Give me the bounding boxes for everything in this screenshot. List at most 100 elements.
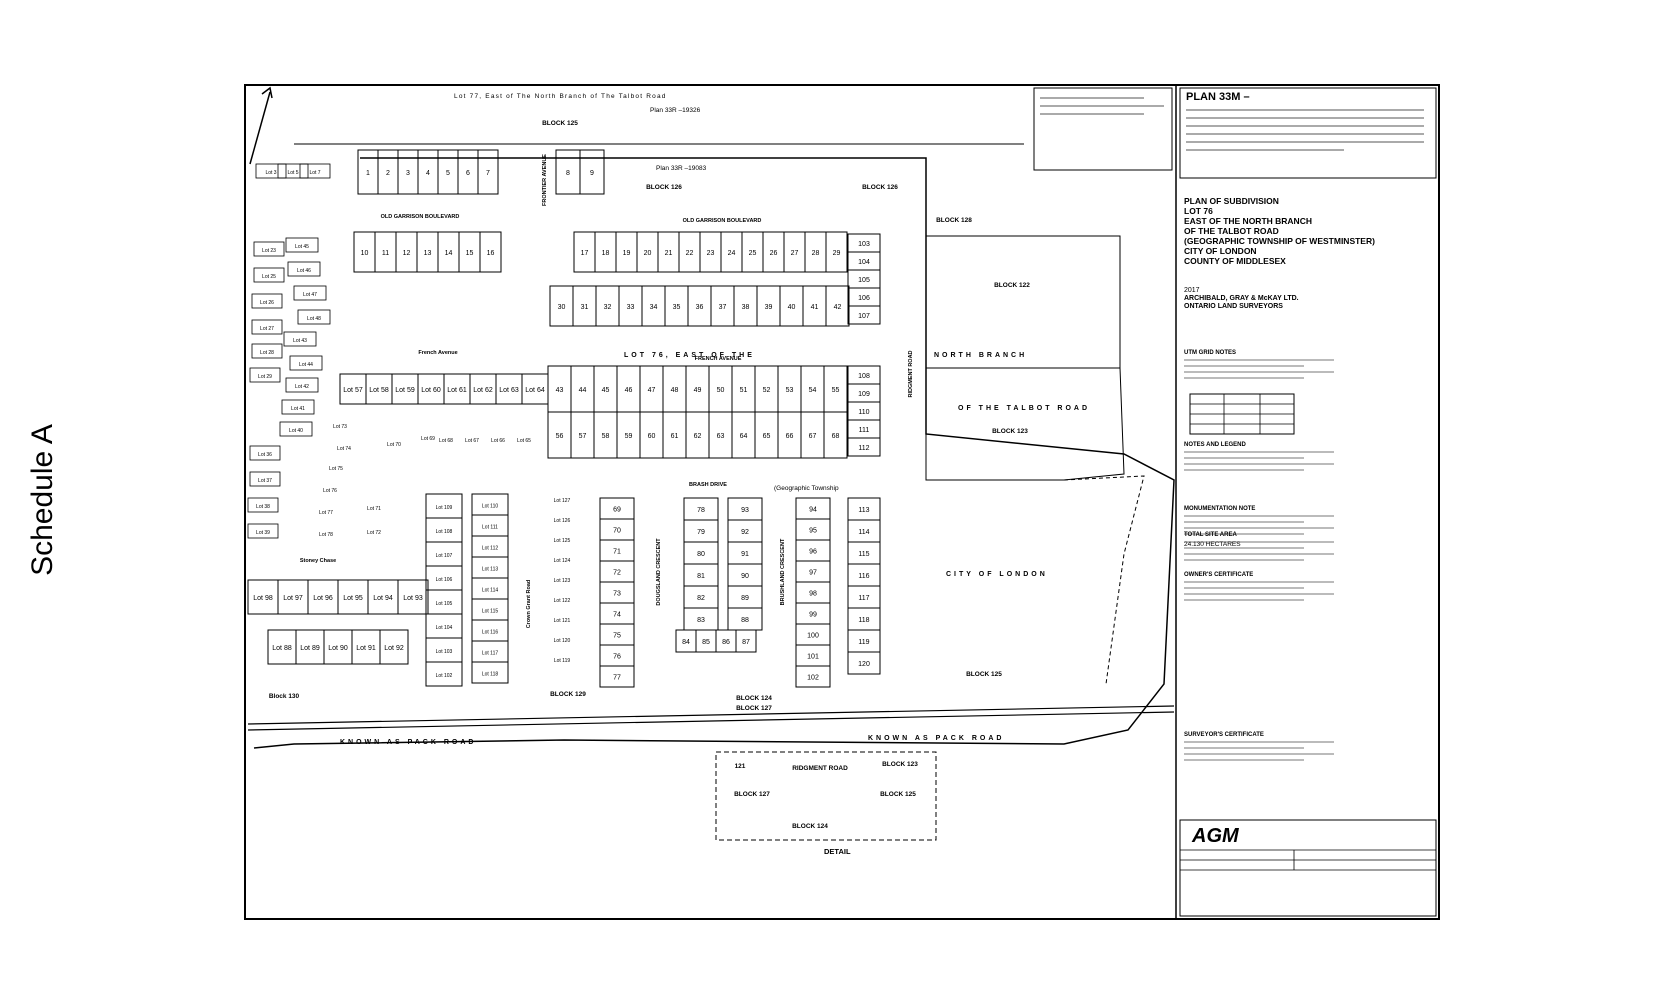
north-branch-label: NORTH BRANCH: [934, 352, 1027, 359]
sw-lot-label: Lot 90: [328, 645, 348, 652]
sw-south-label: Lot 121: [554, 618, 571, 624]
lot-label: 62: [694, 433, 702, 440]
curve-lot-label: Lot 72: [367, 530, 381, 536]
city-of-london-label: CITY OF LONDON: [946, 571, 1048, 578]
street-label: OLD GARRISON BOULEVARD: [381, 214, 460, 220]
lot-label: 63: [717, 433, 725, 440]
detail-label: RIDGMENT ROAD: [792, 765, 848, 772]
block-label: BLOCK 123: [992, 428, 1028, 435]
title-line: COUNTY OF MIDDLESEX: [1184, 256, 1286, 266]
lot-label: 38: [742, 304, 750, 311]
title-line: OF THE TALBOT ROAD: [1184, 226, 1279, 236]
south-lot-label: 102: [807, 675, 819, 682]
west-lot-parcel: [299, 163, 331, 179]
lot-label: 48: [671, 387, 679, 394]
pack-road-line-south: [247, 711, 1175, 731]
lot-label: 64: [740, 433, 748, 440]
curve-lot-label: Lot 73: [333, 424, 347, 430]
registration-lines: [1040, 97, 1424, 151]
west-inner-parcel: [285, 237, 319, 253]
south-lot-label: 78: [697, 507, 705, 514]
title-line: EAST OF THE NORTH BRANCH: [1184, 216, 1312, 226]
lot-label: 11: [382, 250, 389, 257]
west-inner-parcel: [293, 285, 327, 301]
west-lot-parcel: [255, 163, 287, 179]
crown-left-lot-label: Lot 107: [436, 553, 453, 559]
detail-label: BLOCK 123: [882, 761, 918, 768]
east-lot-label: 106: [858, 295, 870, 302]
block-label: BLOCK 125: [966, 671, 1002, 678]
crown-right-lot-label: Lot 116: [482, 630, 499, 636]
lot-label: 17: [581, 250, 589, 257]
east-lot-label: 105: [858, 277, 870, 284]
east-lot-label: 107: [858, 313, 870, 320]
city-limit-line: [1063, 475, 1145, 685]
curve-lot-label: Lot 70: [387, 442, 401, 448]
lot-label: 54: [809, 387, 817, 394]
mid-lot-label: Lot 63: [499, 387, 519, 394]
block-label: BLOCK 126: [646, 184, 682, 191]
south-lot-label: 69: [613, 507, 621, 514]
detail-label: BLOCK 127: [734, 791, 770, 798]
south-lot-label: 74: [613, 612, 621, 619]
mid-lot-label: Lot 64: [525, 387, 545, 394]
lot-label: 51: [740, 387, 748, 394]
west-lot-label: Lot 38: [256, 504, 270, 510]
west-lot-parcel: [247, 523, 279, 539]
lot-label: 31: [581, 304, 589, 311]
west-lot-parcel: [249, 367, 281, 383]
street-label: BRASH DRIVE: [689, 482, 727, 488]
lot-label: 13: [424, 250, 432, 257]
mid-lot-label: Lot 60: [421, 387, 441, 394]
south-lot-parcel: [847, 651, 881, 675]
crown-right-lot-label: Lot 117: [482, 651, 499, 657]
lot-label: 35: [673, 304, 681, 311]
lot-parcel: [479, 231, 502, 273]
agm-logo: AGM: [1191, 825, 1240, 847]
north-lot-label: 8: [566, 170, 570, 177]
street-label: FRONTIER AVENUE: [542, 154, 548, 206]
sw-south-label: Lot 120: [554, 638, 571, 644]
south-lot-label: 89: [741, 595, 749, 602]
block-label: Block 130: [269, 693, 300, 700]
north-lot-label: 3: [406, 170, 410, 177]
south-lot-label: 96: [809, 549, 817, 556]
mid-lot-parcel: [521, 373, 549, 405]
west-inner-label: Lot 46: [297, 268, 311, 274]
title-line: PLAN OF SUBDIVISION: [1184, 196, 1279, 206]
south-lot-label: 100: [807, 633, 819, 640]
loop-lot-label: 85: [702, 639, 710, 646]
south-lot-label: 94: [809, 507, 817, 514]
mid-lot-label: Lot 58: [369, 387, 389, 394]
detail-title: DETAIL: [824, 847, 851, 856]
lot-label: 52: [763, 387, 771, 394]
pack-road-line-north: [247, 705, 1175, 725]
sw-lot-parcel: [397, 579, 429, 615]
street-label: Crown Grant Road: [526, 580, 532, 629]
block-label: BLOCK 126: [862, 184, 898, 191]
west-lot-label: Lot 28: [260, 350, 274, 356]
detail-label: 121: [735, 763, 746, 770]
lot-label: 43: [556, 387, 564, 394]
south-lot-label: 115: [858, 551, 869, 558]
crown-right-lot-parcel: [471, 661, 509, 684]
mid-lot2-label: Lot 66: [491, 438, 505, 444]
west-inner-label: Lot 42: [295, 384, 309, 390]
lot-label: 26: [770, 250, 778, 257]
south-lot-label: 93: [741, 507, 749, 514]
lot-label: 45: [602, 387, 610, 394]
lot-parcel: [825, 231, 848, 273]
lot-label: 14: [445, 250, 453, 257]
crown-left-lot-label: Lot 102: [436, 673, 453, 679]
west-lot-label: Lot 7: [309, 170, 320, 176]
lot-label: 53: [786, 387, 794, 394]
lot-label: 23: [707, 250, 715, 257]
lot-label: 30: [558, 304, 566, 311]
lot-label: 12: [403, 250, 411, 257]
west-lot-parcel: [251, 343, 283, 359]
lot-label: 24: [728, 250, 736, 257]
curve-lot-label: Lot 77: [319, 510, 333, 516]
